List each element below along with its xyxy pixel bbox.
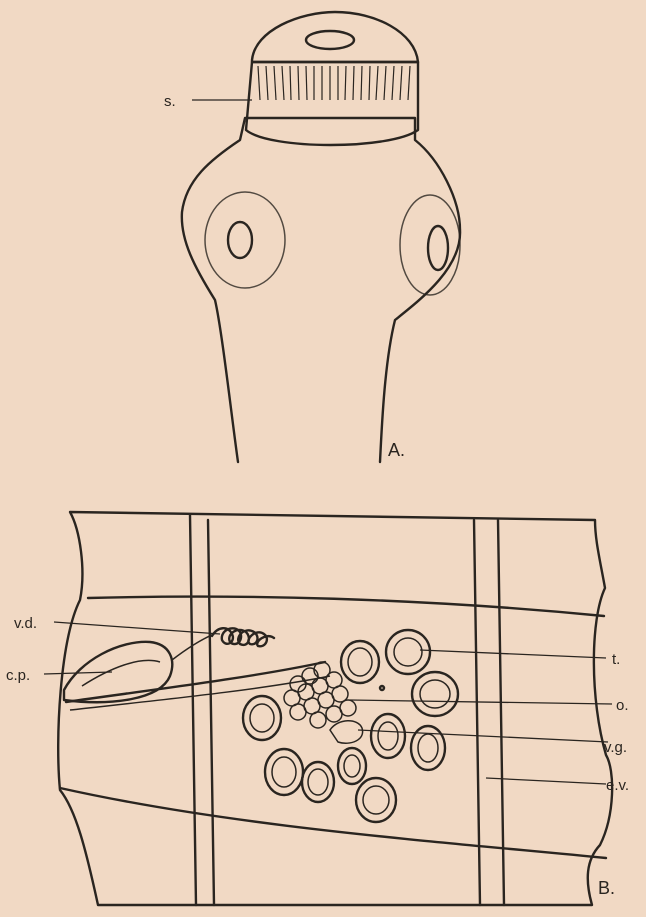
testis — [371, 714, 405, 758]
testis — [356, 778, 396, 822]
left-excretory-line-1 — [190, 515, 196, 905]
right-excretory-line-1 — [474, 520, 480, 905]
right-sucker — [400, 195, 460, 295]
ovary-cluster — [284, 662, 356, 728]
testis — [302, 762, 334, 802]
vitelline-gland-label: v.g. — [604, 739, 627, 756]
left-sucker — [205, 192, 285, 288]
testis — [380, 686, 384, 690]
testes — [243, 630, 458, 822]
apical-opening — [306, 31, 354, 49]
vas-deferens-leader — [54, 622, 220, 634]
testis — [386, 630, 430, 674]
testis-label: t. — [612, 651, 620, 668]
testis — [341, 641, 379, 683]
testis — [265, 749, 303, 795]
figure-b: v.d. c.p. t. o. v.g. e.v. B. — [6, 512, 629, 905]
vitelline-gland — [330, 721, 363, 744]
cirrus-pouch-label: c.p. — [6, 667, 30, 684]
panel-label-b: B. — [598, 878, 615, 898]
testis — [243, 696, 281, 740]
segment-outline — [58, 512, 612, 905]
sucker-band — [246, 62, 418, 145]
left-excretory-line-2 — [208, 520, 214, 905]
excretory-vessel-leader — [486, 778, 606, 784]
scolex-outline — [182, 118, 460, 462]
vitelline-gland-leader — [358, 730, 608, 742]
panel-label-a: A. — [388, 440, 405, 460]
vas-deferens-label: v.d. — [14, 615, 37, 632]
figure-a: s. A. — [164, 12, 460, 462]
rostellum-dome — [252, 12, 418, 62]
testis — [338, 748, 366, 784]
ovary-leader — [350, 700, 612, 704]
testis-leader — [420, 650, 606, 658]
sucker-band-striation — [258, 66, 410, 100]
excretory-vessel-label: e.v. — [606, 777, 629, 794]
sucker-band-label: s. — [164, 93, 176, 110]
testis — [412, 672, 458, 716]
proglottid-boundary-upper — [88, 597, 604, 616]
ovary-label: o. — [616, 697, 629, 714]
proglottid-boundary-lower — [60, 788, 606, 858]
vas-deferens-coils — [212, 628, 274, 646]
